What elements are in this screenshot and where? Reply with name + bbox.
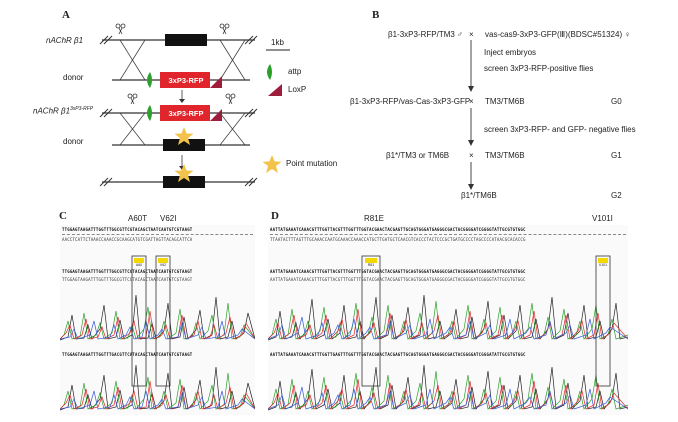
box-label-a60: A60: [135, 263, 143, 267]
exon-box-3: [163, 176, 205, 188]
attp-icon: [147, 72, 152, 88]
cassette-label-2: 3xP3-RFP: [168, 109, 204, 118]
scissors-icon: [127, 93, 138, 105]
exon-box-2: [163, 139, 205, 151]
legend-attp-icon: [267, 64, 272, 80]
cross1-x: ×: [469, 30, 474, 39]
panel-a-letter: A: [62, 9, 70, 21]
panel-c-letter: C: [59, 210, 67, 222]
star-icon: [174, 127, 194, 145]
scissors-icon: [115, 23, 126, 35]
cross3-right: TM3/TM6B: [485, 151, 525, 160]
highlight-box-r81: [361, 255, 381, 387]
gen-g1: G1: [611, 151, 622, 160]
legend-loxp-label: LoxP: [288, 85, 307, 94]
cassette-label: 3xP3-RFP: [168, 76, 204, 85]
scissors-icon: [219, 23, 230, 35]
cross1-right: vas-cas9-3xP3-GFP(Ⅲ)(BDSC#51324) ♀: [485, 30, 631, 39]
attp-icon: [147, 105, 152, 121]
donor-row-2: [112, 127, 250, 151]
mut-v62i: V62I: [160, 214, 177, 223]
mut-v101i: V101I: [592, 214, 613, 223]
donor-label: donor: [63, 73, 84, 82]
box-label-v101: V101: [598, 263, 608, 267]
mut-a60t: A60T: [128, 214, 148, 223]
loxp-icon: [210, 76, 222, 88]
legend-point-mutation-label: Point mutation: [286, 159, 338, 168]
donor-row-1: [112, 72, 250, 88]
panel-a-diagram: [99, 23, 290, 188]
box-label-r81: R81: [367, 263, 375, 267]
gene-label: nAChR β1: [46, 36, 84, 45]
gen-g0: G0: [611, 97, 622, 106]
step-screen-negative: screen 3xP3-RFP- and GFP- negative flies: [484, 125, 636, 134]
donor2-label: donor: [63, 137, 84, 146]
cross2-x: ×: [469, 97, 474, 106]
loxp-icon: [210, 109, 222, 121]
cassette-box: [160, 72, 210, 88]
cross3-x: ×: [469, 151, 474, 160]
panel-d-letter: D: [271, 210, 279, 222]
highlight-box-v62: [155, 255, 171, 387]
scale-label: 1kb: [271, 38, 284, 47]
cross1-left: β1-3xP3-RFP/TM3 ♂: [388, 30, 464, 39]
locus-row-3: [99, 164, 258, 188]
panel-b-arrows: [468, 40, 474, 190]
legend-loxp-icon: [268, 84, 282, 96]
cross2-right: TM3/TM6B: [485, 97, 525, 106]
gen-g2: G2: [611, 191, 622, 200]
cassette-box-2: [160, 105, 210, 121]
star-icon: [174, 164, 194, 182]
mut-r81e: R81E: [364, 214, 385, 223]
step-screen-rfp: screen 3xP3-RFP-positive flies: [484, 64, 594, 73]
highlight-box-a60: [131, 255, 147, 387]
locus-row-1: [99, 34, 258, 46]
scissors-icon: [225, 93, 236, 105]
cross3-left: β1*/TM3 or TM6B: [386, 151, 450, 160]
chromatogram-c: TTGGAGTAAGATTTGGTTTGGCGTTCGTACAGCTAATCAA…: [60, 225, 255, 415]
legend-attp-label: attp: [288, 67, 302, 76]
step-inject: Inject embryos: [484, 48, 537, 57]
cross2-left: β1-3xP3-RFP/vas-Cas-3xP3-GFP: [350, 97, 471, 106]
gene-rfp-label: nAChR β13xP3-RFP: [33, 106, 94, 116]
highlight-box-v101: [595, 255, 611, 387]
panel-b-letter: B: [372, 9, 380, 21]
legend-star-icon: [262, 155, 282, 173]
box-label-v62: V62: [159, 263, 167, 267]
cross4-left: β1*/TM6B: [461, 191, 497, 200]
exon-box-1: [165, 34, 207, 46]
locus-row-2: [99, 105, 258, 121]
chromatogram-d: AATTATGAAATCAAACGTTTGGTTACGTTTGGTTTGGTAC…: [268, 225, 628, 415]
